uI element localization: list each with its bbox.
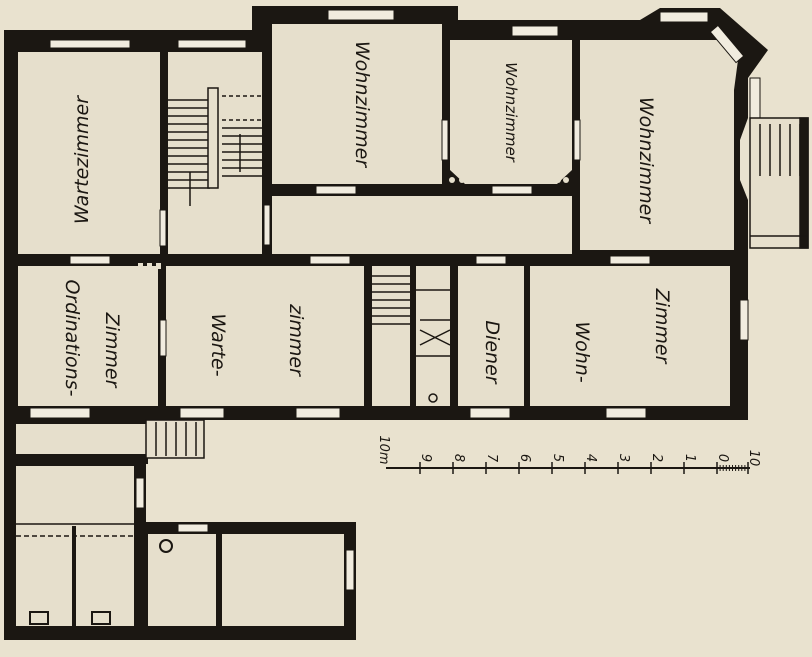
room-wartezimmer-1 xyxy=(18,52,160,254)
label-wohnzimmer-1: Wohnzimmer xyxy=(351,41,373,168)
scale-tick-label: 7 xyxy=(484,454,499,463)
label-wartezimmer-1: Wartezimmer xyxy=(71,95,93,224)
label-ordinations-zimmer: Zimmer xyxy=(101,312,123,389)
scale-tick-label: 9 xyxy=(418,454,433,462)
scale-tick-label: 6 xyxy=(517,454,532,462)
room-wohnzimmer-4 xyxy=(530,266,730,406)
room-wohnzimmer-1 xyxy=(272,24,442,184)
staircase-1 xyxy=(168,87,262,206)
room-ordinationszimmer xyxy=(18,266,158,406)
room-stair-2 xyxy=(372,266,410,406)
scale-tick-label: 1 xyxy=(682,454,697,462)
label-wohn: Wohn- xyxy=(571,321,593,382)
room-diener xyxy=(458,266,524,406)
room-wohnzimmer-3 xyxy=(580,40,738,250)
scale-unit-label: 10m xyxy=(376,435,391,464)
windows xyxy=(29,9,761,419)
label-diener: Diener xyxy=(481,320,503,384)
room-wartezimmer-2 xyxy=(166,266,364,406)
scale-tick-label: 5 xyxy=(550,454,565,462)
scale-tick-label: 3 xyxy=(616,454,631,462)
scale-tick-label: 10 xyxy=(746,450,761,467)
label-ordinations: Ordinations- xyxy=(61,280,83,397)
label-wohnzimmer-2: Wohnzimmer xyxy=(502,62,520,163)
staircase-2 xyxy=(372,275,451,403)
scale-tick-label: 0 xyxy=(715,454,730,462)
scale-tick-label: 2 xyxy=(649,454,664,462)
label-warte: Warte- xyxy=(207,313,229,376)
room-wohnzimmer-2 xyxy=(450,40,572,184)
room-corridor xyxy=(272,196,572,254)
scale-tick-label: 8 xyxy=(451,454,466,462)
annex xyxy=(4,456,356,640)
label-wohnzimmer-3: Wohnzimmer xyxy=(635,97,657,224)
scale-tick-label: 4 xyxy=(583,454,598,462)
label-warte-zimmer: zimmer xyxy=(285,303,307,377)
room-annex-3 xyxy=(222,534,344,626)
exterior-steps-right xyxy=(749,117,809,249)
label-wohn-zimmer: Zimmer xyxy=(651,288,673,365)
room-annex-2 xyxy=(148,534,216,626)
chimneys xyxy=(138,177,569,317)
main-block xyxy=(4,6,768,420)
room-labels: Wartezimmer Wohnzimmer Wohnzimmer Wohnzi… xyxy=(61,41,673,397)
